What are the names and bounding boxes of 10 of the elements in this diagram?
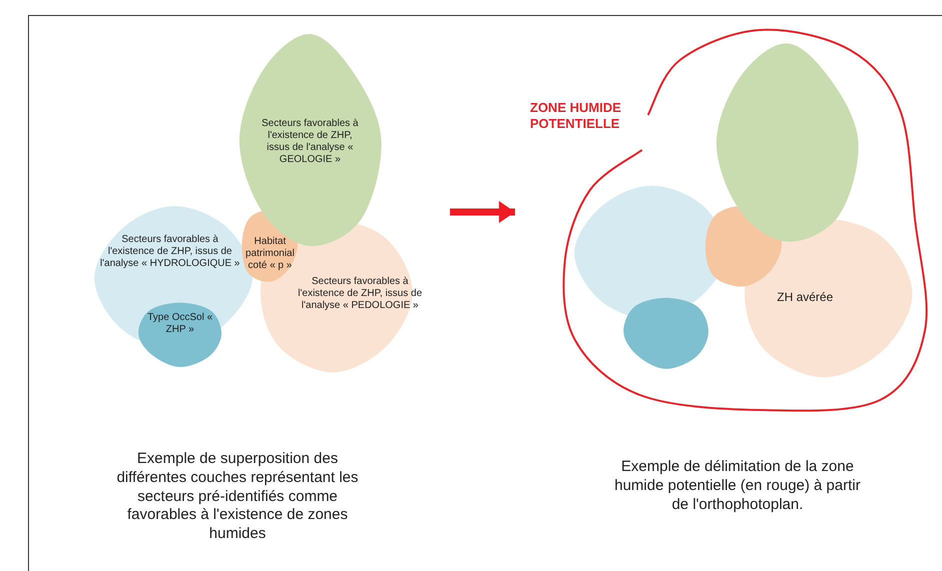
arrow [450,201,515,223]
blob-label: Secteurs favorables à l'existence de ZHP, issus de l'analyse « GEOLOGIE » [260,118,360,166]
blob-label: ZH avérée [776,290,834,304]
caption: Exemple de délimitation de la zone humide potentielle (en rouge) à partir de l'orthophotoplan. [614,458,862,514]
zone-heading: ZONE HUMIDE POTENTIELLE [530,100,622,132]
blob-label: Habitat patrimonial coté « p » [244,236,296,272]
blob-label: Type OccSol « ZHP » [146,312,214,336]
caption: Exemple de superposition des différentes couches représentant les secteurs pré-identifiés comme favorables à l'existence de zones humides [116,450,360,544]
blob-label: Secteurs favorables à l'existence de ZHP, issus de l'analyse « PEDOLOGIE » [298,276,422,312]
blob-label: Secteurs favorables à l'existence de ZHP, issus de l'analyse « HYDROLOGIQUE » [100,234,240,270]
